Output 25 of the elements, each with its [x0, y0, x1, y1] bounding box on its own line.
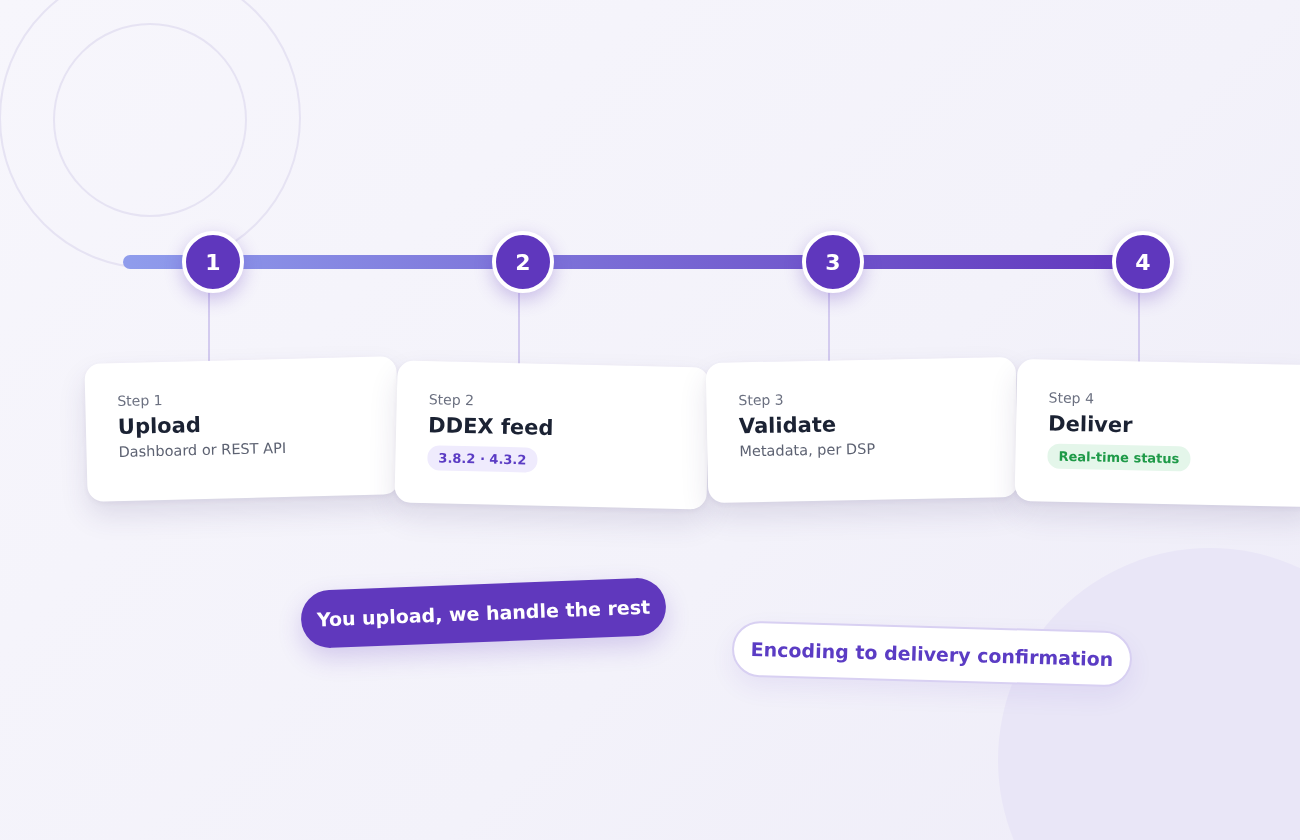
- tagline-pill: Encoding to delivery confirmation: [731, 620, 1133, 688]
- step-title: Upload: [117, 413, 202, 440]
- step-number-circle: [182, 231, 244, 293]
- step-number-circle: [1112, 231, 1174, 293]
- step-card: [1014, 358, 1300, 508]
- step-label: Step 3: [738, 391, 784, 409]
- step-card: [705, 357, 1019, 503]
- tagline-pill: You upload, we handle the rest: [300, 577, 667, 649]
- step-title: DDEX feed: [427, 413, 554, 441]
- step-label: Step 2: [428, 391, 475, 409]
- step-label: Step 4: [1048, 389, 1095, 407]
- step-description: Dashboard or REST API: [118, 439, 287, 460]
- step-title: Deliver: [1047, 411, 1133, 438]
- step-title: Validate: [738, 412, 837, 439]
- step-card: [394, 360, 710, 510]
- version-tag: 3.8.2 · 4.3.2: [427, 445, 538, 473]
- step-number: 3: [825, 249, 841, 275]
- step-description: Metadata, per DSP: [739, 440, 876, 460]
- step-number-circle: [802, 231, 864, 293]
- step-number-circle: [492, 231, 554, 293]
- step-number: 2: [515, 249, 531, 275]
- status-tag: Real-time status: [1047, 443, 1191, 472]
- step-number: 1: [205, 249, 221, 275]
- step-number: 4: [1135, 249, 1151, 275]
- step-label: Step 1: [117, 391, 163, 410]
